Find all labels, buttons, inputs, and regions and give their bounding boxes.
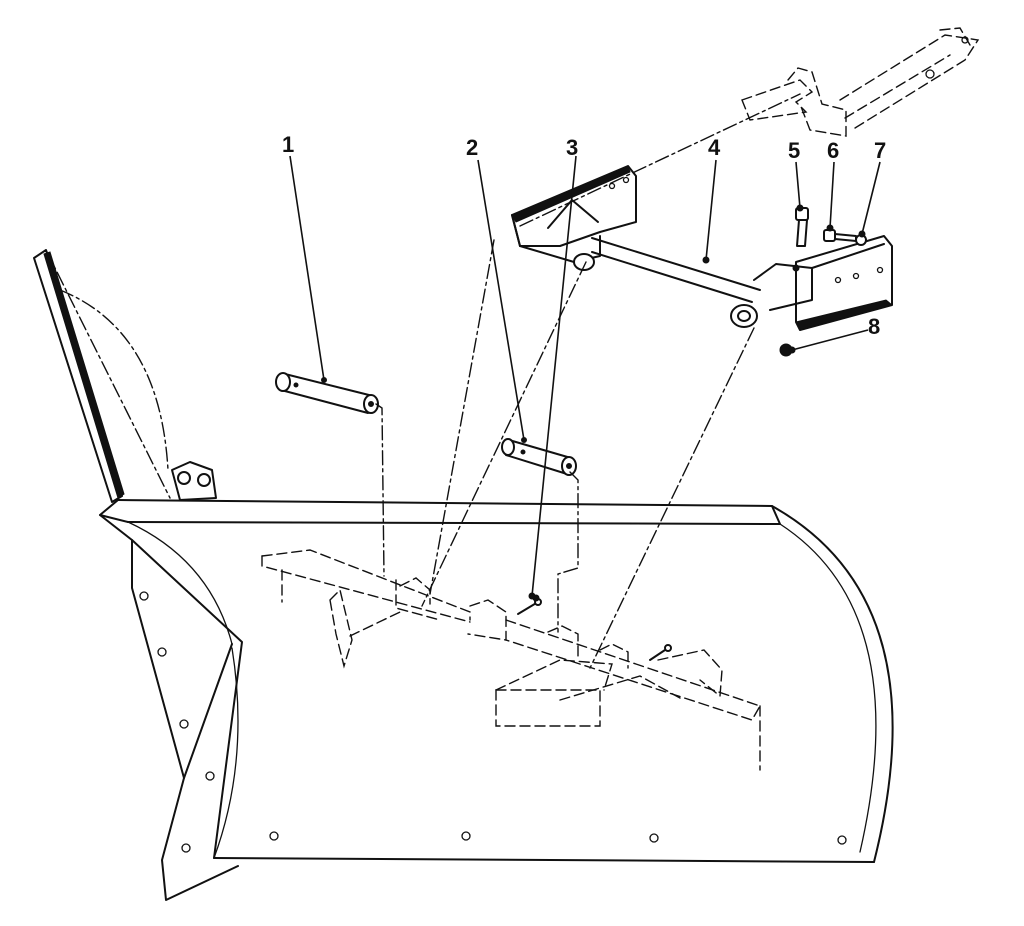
cotter-pin-2 [649, 644, 672, 661]
callout-3: 3 [566, 135, 578, 160]
callout-5: 5 [788, 138, 800, 163]
bolt-5 [795, 207, 809, 247]
plow-blade [99, 499, 894, 901]
callout-6: 6 [827, 138, 839, 163]
callout-2: 2 [466, 135, 478, 160]
callout-7: 7 [874, 138, 886, 163]
assembly-lines [375, 93, 801, 669]
blade-bolt-holes [139, 591, 847, 853]
pin-1 [275, 372, 379, 414]
tractor-frame-phantom [741, 27, 980, 137]
callout-8: 8 [868, 314, 880, 339]
pin-2 [501, 438, 577, 476]
callout-1: 1 [282, 132, 294, 157]
mount-bracket-assembly [511, 165, 894, 331]
cotter-pin-3 [517, 594, 542, 615]
part-callouts: 1 2 3 4 5 6 7 8 [282, 132, 886, 339]
callout-4: 4 [708, 135, 721, 160]
bolt-6 [823, 229, 857, 242]
hidden-a-frame [261, 549, 762, 771]
deflector-phantom [33, 249, 217, 503]
leader-lines [289, 155, 881, 600]
